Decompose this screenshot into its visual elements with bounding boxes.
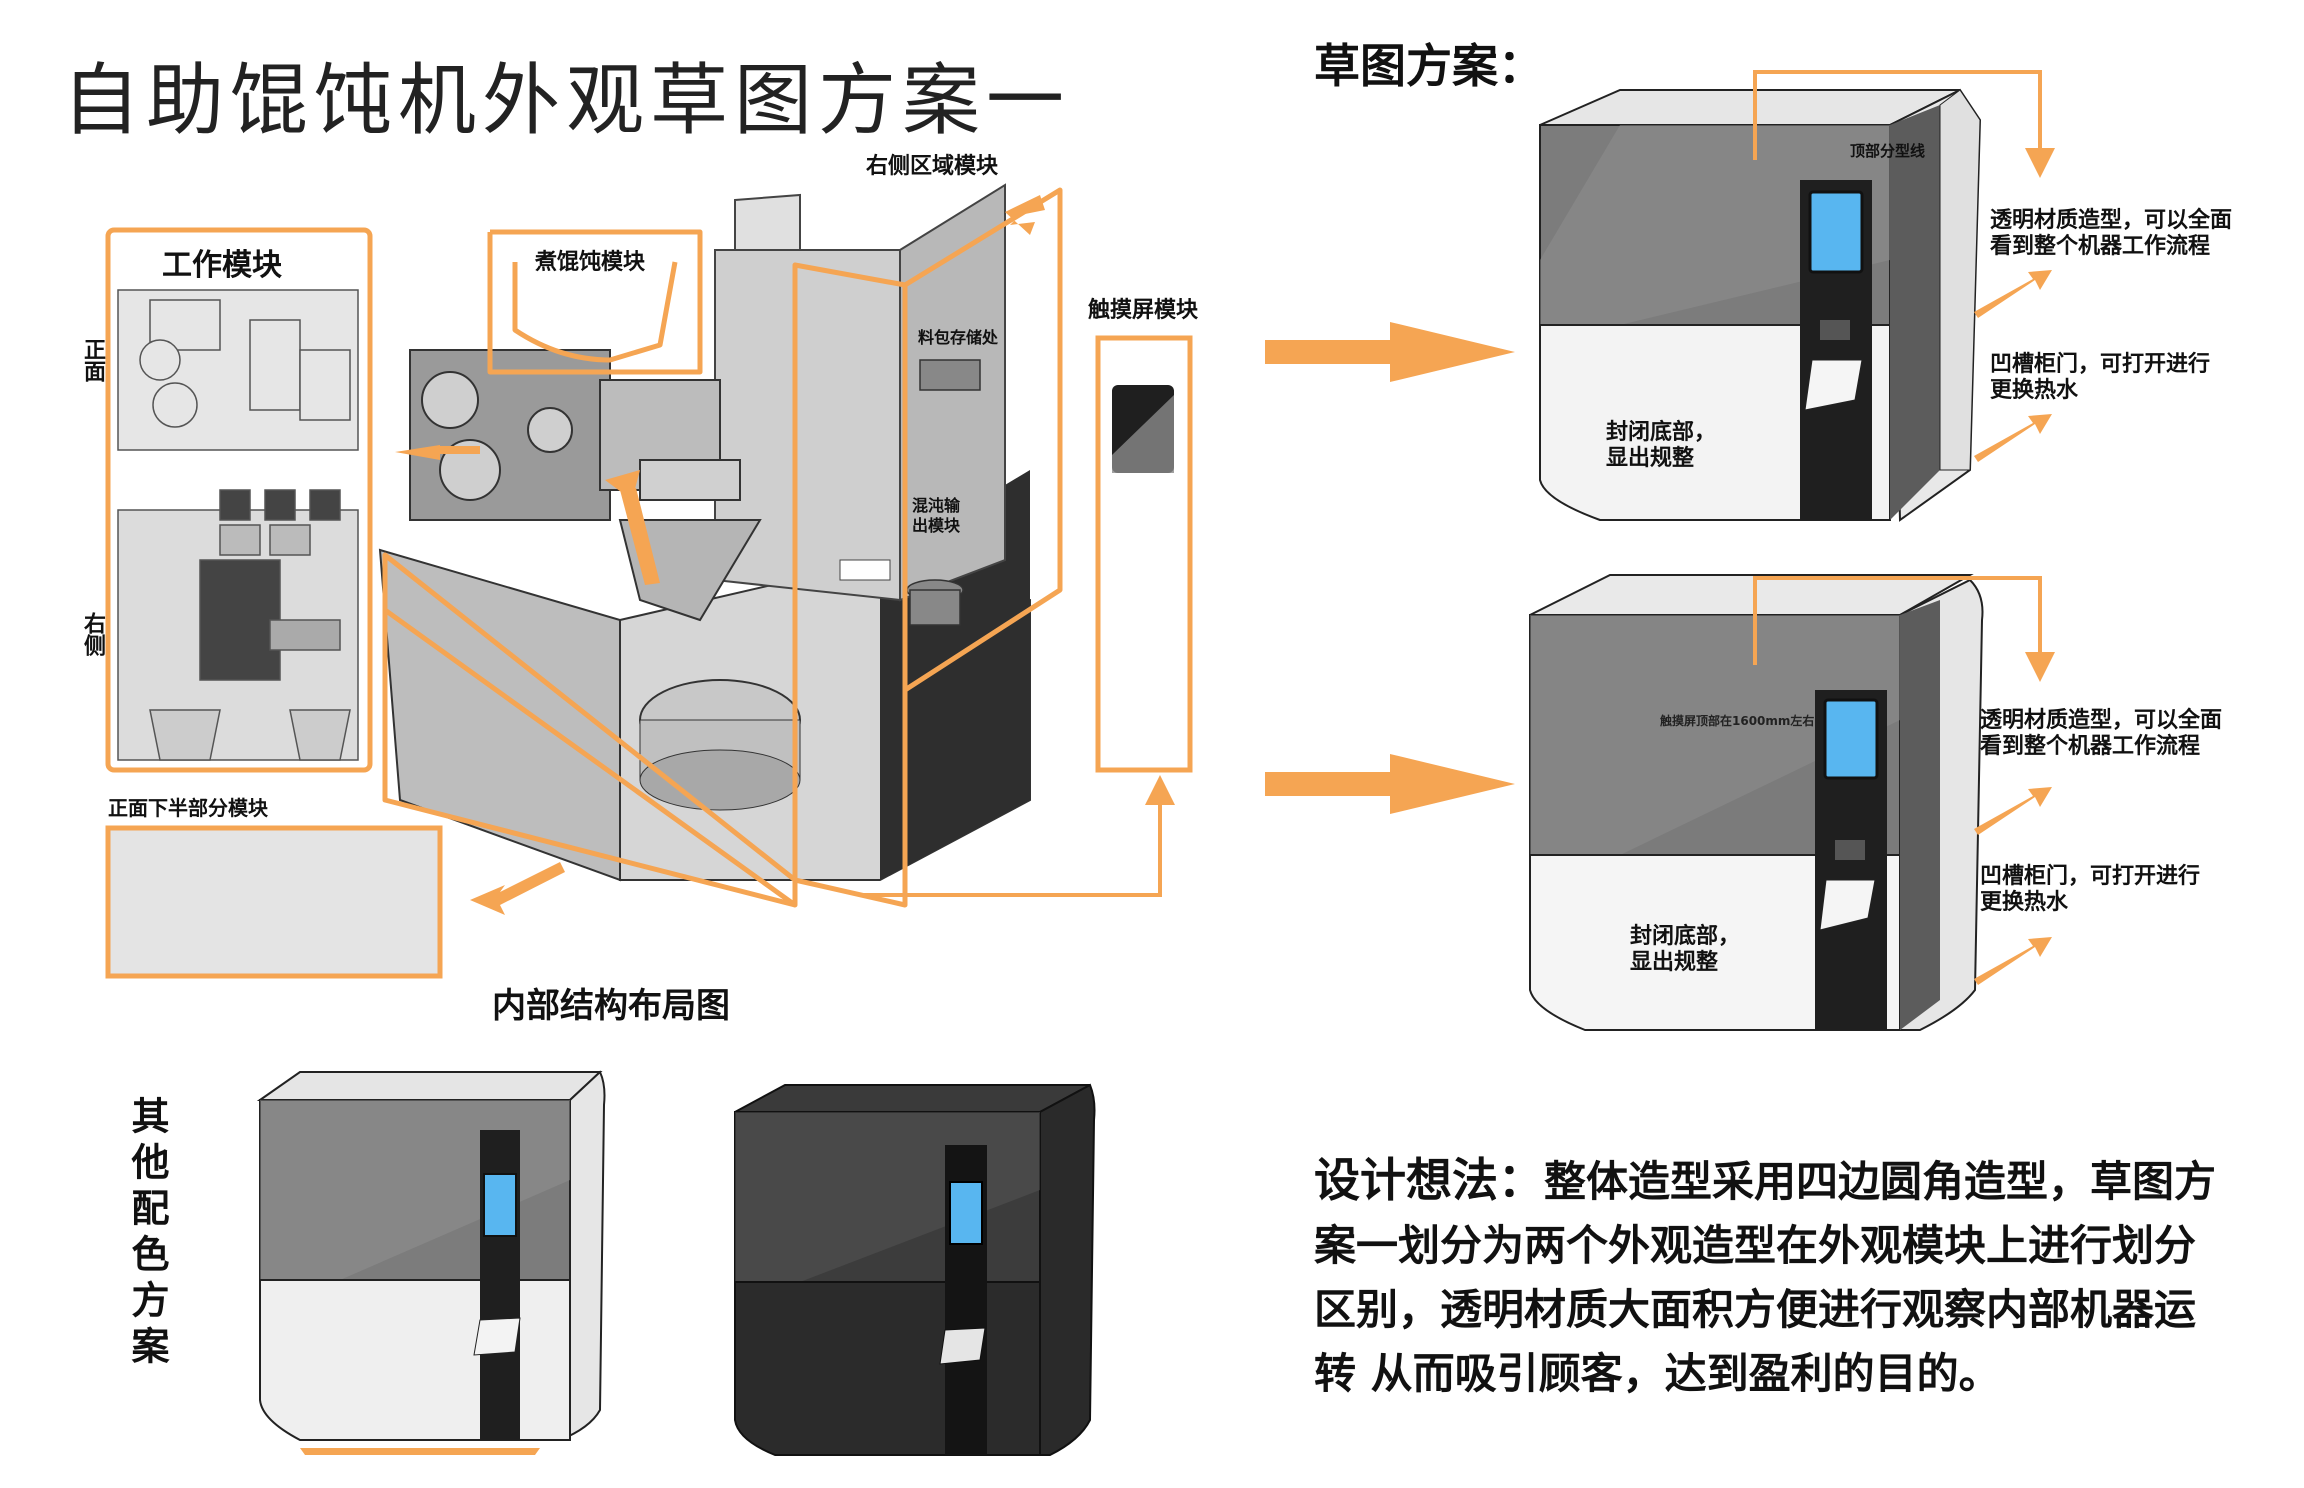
groove-door-note-bottom: 凹槽柜门，可打开进行更换热水 [1980, 864, 2201, 915]
sketch-machine-bottom [1529, 574, 1984, 1031]
right-area-module-label: 右侧区域模块 [866, 154, 999, 179]
lower-front-module-label: 正面下半部分模块 [108, 796, 268, 820]
sealed-bottom-note-bottom: 封闭底部，显出规整 [1630, 924, 1741, 975]
page-title: 自助馄饨机外观草图方案一 [62, 56, 1071, 146]
other-colors-label: 其他配色方案 [125, 1096, 169, 1372]
light-variant-machine [256, 1070, 606, 1455]
design-idea-label: 设计想法： [1314, 1153, 1544, 1207]
internal-layout-caption: 内部结构布局图 [492, 986, 730, 1026]
front-side-label: 正面 [80, 338, 105, 382]
dark-variant-machine [734, 1083, 1096, 1456]
transparent-note-top: 透明材质造型，可以全面看到整个机器工作流程 [1990, 208, 2233, 259]
cook-module-label: 煮馄饨模块 [535, 250, 646, 275]
design-idea-block: 设计想法：整体造型采用四边圆角造型，草图方案一划分为两个外观造型在外观模块上进行… [1314, 1148, 2234, 1406]
sketch-machine-top [1539, 88, 1982, 522]
design-idea-text: 整体造型采用四边圆角造型，草图方案一划分为两个外观造型在外观模块上进行划分区别，… [1314, 1157, 2217, 1398]
screen-height-note: 触摸屏顶部在1600mm左右 [1660, 714, 1815, 728]
work-module-label: 工作模块 [162, 248, 282, 283]
groove-door-note-top: 凹槽柜门，可打开进行更换热水 [1990, 352, 2211, 403]
sealed-bottom-note-top: 封闭底部，显出规整 [1606, 420, 1717, 471]
top-parting-line-label: 顶部分型线 [1850, 142, 1926, 160]
sketch-heading: 草图方案： [1314, 39, 1544, 93]
machine-illustration [378, 183, 1031, 882]
touchscreen-module-label: 触摸屏模块 [1088, 298, 1199, 323]
right-side-label: 右侧 [80, 612, 105, 656]
ingredient-storage-label: 料包存储处 [918, 328, 999, 347]
output-module-label: 混沌输出模块 [912, 496, 961, 535]
transparent-note-bottom: 透明材质造型，可以全面看到整个机器工作流程 [1980, 708, 2223, 759]
